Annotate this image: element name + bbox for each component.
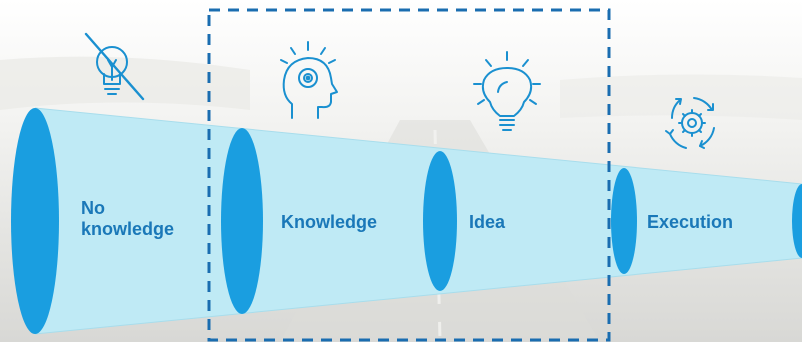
background-trees: [560, 74, 802, 120]
stage-label-idea: Idea: [469, 212, 506, 232]
highlight-dashed-box: [207, 8, 611, 342]
stage-label-execution: Execution: [647, 212, 734, 232]
lightbulb-icon: [473, 51, 541, 131]
funnel-ring-2: [221, 128, 263, 314]
funnel-ring-4: [611, 168, 637, 274]
background-hills: [0, 56, 250, 110]
funnel-ring-5: [792, 184, 802, 258]
cycle-gear-icon: [665, 97, 715, 149]
no-lightbulb-icon: [84, 32, 145, 101]
funnel-ring-3: [423, 151, 457, 291]
stage-label-no-knowledge: No knowledge: [81, 198, 175, 239]
funnel-bottom-edge: [34, 257, 802, 335]
funnel-ring-1: [11, 108, 59, 334]
stage-label-knowledge: Knowledge: [281, 212, 378, 232]
head-target-icon: [280, 41, 338, 119]
funnel-top-edge: [34, 107, 802, 185]
